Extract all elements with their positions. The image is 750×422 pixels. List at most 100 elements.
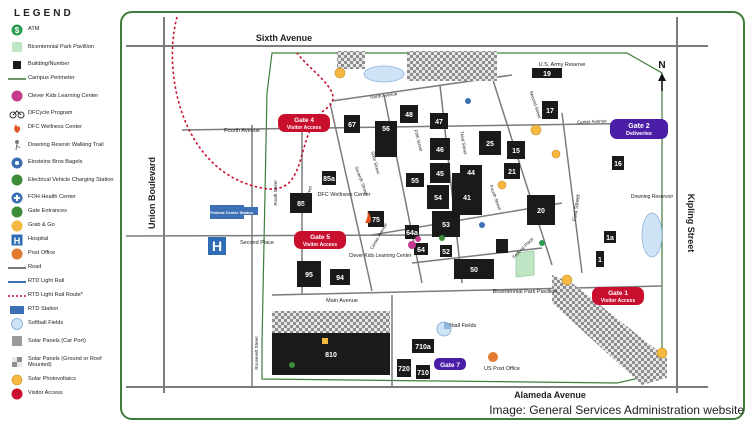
building-number-64: 64 <box>417 247 425 254</box>
rtd-station-train-icon <box>244 207 258 215</box>
gate-1-name: Gate 1 <box>608 290 628 297</box>
dollar-icon: $ <box>6 23 28 36</box>
svg-text:$: $ <box>15 26 20 35</box>
building-47 <box>430 113 448 129</box>
label-center-avenue-east: Center Avenue <box>577 118 607 125</box>
building-number-94: 94 <box>336 275 344 282</box>
bicentennial-pavilion <box>515 250 535 278</box>
building-64 <box>414 243 428 255</box>
legend-item-softball: Softball Fields <box>6 317 118 330</box>
legend-label: Softball Fields <box>28 320 64 327</box>
legend-label: Grab & Go <box>28 222 55 229</box>
legend-item-photovoltaics: Solar Photovoltaics <box>6 373 118 386</box>
building-number-75: 75 <box>372 217 380 224</box>
building-number-54: 54 <box>434 195 442 202</box>
hospital-marker[interactable]: H <box>208 237 226 255</box>
building-85 <box>290 193 312 213</box>
rtd-station-icon <box>6 303 28 316</box>
legend-item-building: Building/Number <box>6 58 118 71</box>
solar-panel-north-2 <box>407 51 497 81</box>
building-19 <box>532 68 562 78</box>
second-place-road <box>125 234 438 237</box>
ev-charger-icon <box>289 362 295 368</box>
softball-marker[interactable] <box>436 321 452 337</box>
hospital-letter: H <box>212 238 222 254</box>
sun-icon <box>6 373 28 386</box>
label-clever-kids: Clever Kids Learning Center <box>349 253 412 259</box>
building-45 <box>430 163 450 183</box>
gate-4[interactable]: Gate 4 Visitor Access <box>278 114 330 132</box>
building-52 <box>440 245 452 257</box>
building-number-1: 1 <box>598 257 602 264</box>
building-number-19: 19 <box>543 71 551 78</box>
second-street-road <box>491 76 553 266</box>
ev-charger-icon <box>439 235 445 241</box>
campus-map[interactable]: 19 17 67 56 48 47 46 45 25 15 21 55 54 4… <box>120 11 745 420</box>
label-second-place: Second Place <box>240 240 274 246</box>
building-number-50: 50 <box>470 267 478 274</box>
building-number-47: 47 <box>435 119 443 126</box>
gate-1[interactable]: Gate 1 Visitor Access <box>592 287 644 305</box>
building-41 <box>452 173 482 215</box>
rail-route-icon <box>6 289 28 302</box>
rail-line-icon <box>6 275 28 288</box>
building-67 <box>344 115 360 133</box>
building-25 <box>479 131 501 155</box>
building-17 <box>542 101 558 119</box>
building-95 <box>297 261 321 287</box>
gate-7-name: Gate 7 <box>440 362 460 369</box>
legend-item-rtd: RTD Station <box>6 303 118 316</box>
bagel-icon <box>465 98 471 104</box>
solar-panel-southeast <box>552 275 667 385</box>
post-office-marker[interactable] <box>488 352 498 362</box>
green-line-icon <box>6 72 28 85</box>
legend-item-perimeter: Campus Perimeter <box>6 72 118 85</box>
gate-7[interactable]: Gate 7 <box>434 358 466 370</box>
building-number-15: 15 <box>512 148 520 155</box>
rtd-station-marker[interactable]: RTD Federal Center Station <box>201 205 258 219</box>
building-810 <box>272 333 390 375</box>
building-number-48: 48 <box>405 112 413 119</box>
building-number-45: 45 <box>436 171 444 178</box>
bagel-icon <box>6 156 28 169</box>
legend-item-dfcycle: DFCycle Program <box>6 107 118 120</box>
label-downing-reservoir: Downing Reservoir <box>631 194 674 200</box>
legend-item-clever: Clever Kids Learning Center <box>6 86 118 106</box>
first-street-road <box>561 112 583 274</box>
gate-5[interactable]: Gate 5 Visitor Access <box>294 231 346 249</box>
building-56 <box>375 121 397 157</box>
solar-carport-810 <box>272 311 390 333</box>
legend-item-solarground: Solar Panels (Ground or Roof Mounted) <box>6 352 118 372</box>
solar-panels <box>272 51 667 385</box>
building-55 <box>406 173 424 187</box>
building-number-52: 52 <box>442 249 450 256</box>
legend-label: Solar Panels (Ground or Roof Mounted) <box>28 355 102 368</box>
building-720 <box>397 359 411 377</box>
building-44 <box>460 165 482 179</box>
legend-label: Einsteins Bros Bagels <box>28 159 83 166</box>
pond <box>363 65 405 83</box>
image-credit: Image: General Services Administration w… <box>489 403 744 417</box>
building-50 <box>454 259 494 279</box>
building-number-710a: 710a <box>415 344 431 351</box>
label-union-boulevard: Union Boulevard <box>147 157 157 229</box>
seventh-street-road <box>329 102 373 292</box>
building-number-64a: 64a <box>406 230 418 237</box>
legend-item-ev: Electrical Vehicle Charging Station <box>6 170 118 190</box>
gate-2[interactable]: Gate 2 Deliveries <box>610 119 668 139</box>
legend-label: DFCycle Program <box>28 110 73 117</box>
legend-label: Building/Number <box>28 61 70 68</box>
label-first-street: First Street <box>572 194 582 222</box>
building-48 <box>400 105 418 123</box>
post-office-icon <box>6 247 28 260</box>
gate-2-name: Gate 2 <box>628 123 650 130</box>
sun-icon <box>561 274 573 286</box>
federal-place-road <box>411 247 543 264</box>
legend-item-post: Post Office <box>6 247 118 260</box>
walker-icon <box>6 139 28 152</box>
visitor-icon <box>6 387 28 400</box>
amenity-markers <box>289 98 545 368</box>
sun-icon <box>656 347 668 359</box>
